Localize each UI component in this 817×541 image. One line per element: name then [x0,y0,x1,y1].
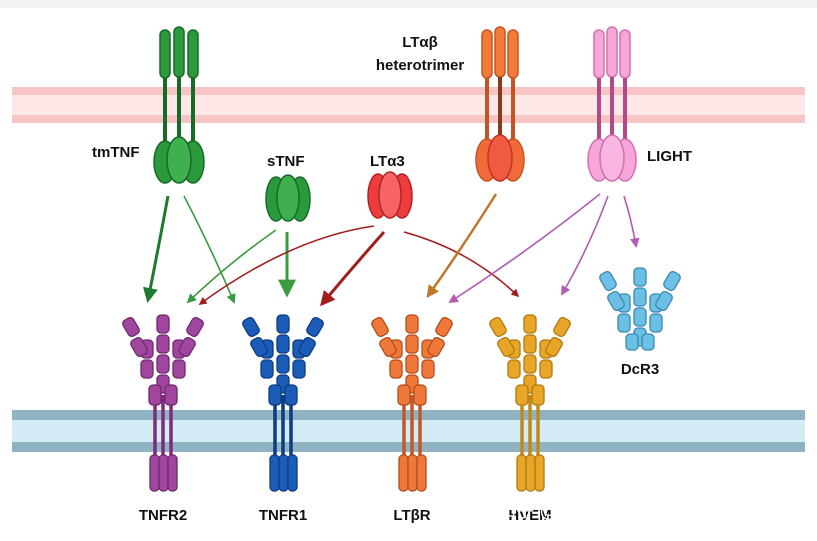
upper-membrane [12,87,805,123]
watermark: 知乎 @南京科佰生物科技... [498,501,719,522]
binding-arrows [142,193,640,307]
arrow-lta3-tnfr1 [320,231,386,307]
label-ltbr: LTβR [393,507,430,524]
arrow-lta3-hvem [403,231,520,298]
lta3-ligand [367,171,413,219]
label-dcr3: DcR3 [621,361,659,378]
ltbr-receptor [371,314,453,492]
label-tnfr1: TNFR1 [259,507,307,524]
stnf-ligand [265,174,311,222]
arrow-stnf-tnfr2 [186,229,277,304]
lower-membrane [12,410,805,452]
label-ltab-line2: heterotrimer [376,57,465,74]
label-hvem: HVEM [508,507,551,524]
arrow-light-ltbr [448,193,601,304]
arrow-tmtnf-tnfr1 [183,195,236,304]
arrow-lta3-tnfr2 [198,225,375,305]
label-light: LIGHT [647,148,692,165]
tmtnf-ligand [153,26,205,184]
dcr3-receptor [599,267,681,351]
arrow-light-dcr3 [623,195,640,248]
light-ligand [587,26,637,182]
hvem-receptor [489,314,571,492]
ltab-ligand [475,26,525,182]
label-tmtnf: tmTNF [92,144,140,161]
label-stnf: sTNF [267,153,305,170]
tnfr2-receptor [122,314,204,492]
label-lta3: LTα3 [370,153,405,170]
arrow-ltab-ltbr [426,193,498,299]
tnfr1-receptor [242,314,324,492]
top-strip [0,0,817,8]
arrow-light-hvem [561,195,609,296]
label-ltab-line1: LTαβ [402,34,438,51]
label-tnfr2: TNFR2 [139,507,187,524]
arrow-tmtnf-tnfr2 [142,195,170,303]
